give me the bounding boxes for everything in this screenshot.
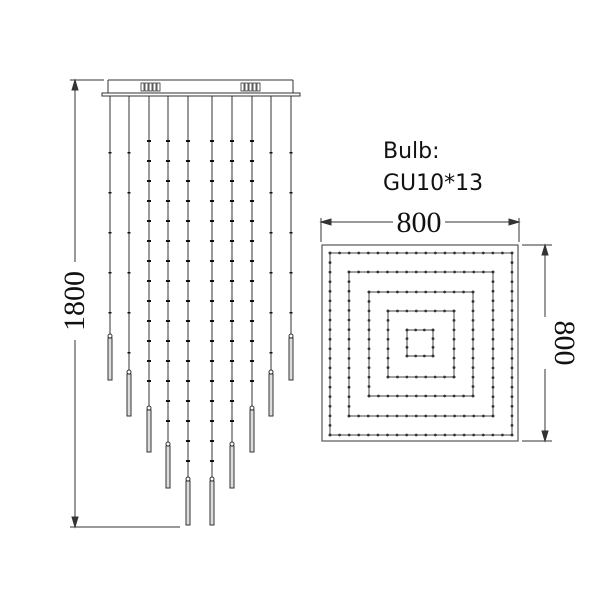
bulb-spec: GU10*13	[383, 171, 483, 196]
bead-rings	[328, 251, 514, 437]
pendant-3	[146, 96, 152, 453]
canopy	[101, 79, 301, 97]
pendant-9	[268, 96, 274, 417]
pendant-6	[209, 96, 215, 526]
height-label: 1800	[58, 271, 91, 331]
width-label: 800	[397, 206, 442, 239]
pendant-1	[107, 96, 113, 381]
pendant-8	[249, 96, 255, 453]
pendant-4	[165, 96, 171, 489]
top-view-plate	[321, 244, 519, 442]
pendant-10	[288, 96, 294, 381]
pendants	[107, 96, 294, 526]
driver-left	[140, 82, 161, 92]
driver-right	[240, 82, 261, 92]
pendant-2	[126, 96, 132, 417]
bulb-title: Bulb:	[383, 139, 440, 164]
pendant-5	[185, 96, 191, 526]
pendant-7	[229, 96, 235, 489]
depth-label: 800	[548, 321, 581, 366]
crystal-beads	[108, 140, 293, 462]
